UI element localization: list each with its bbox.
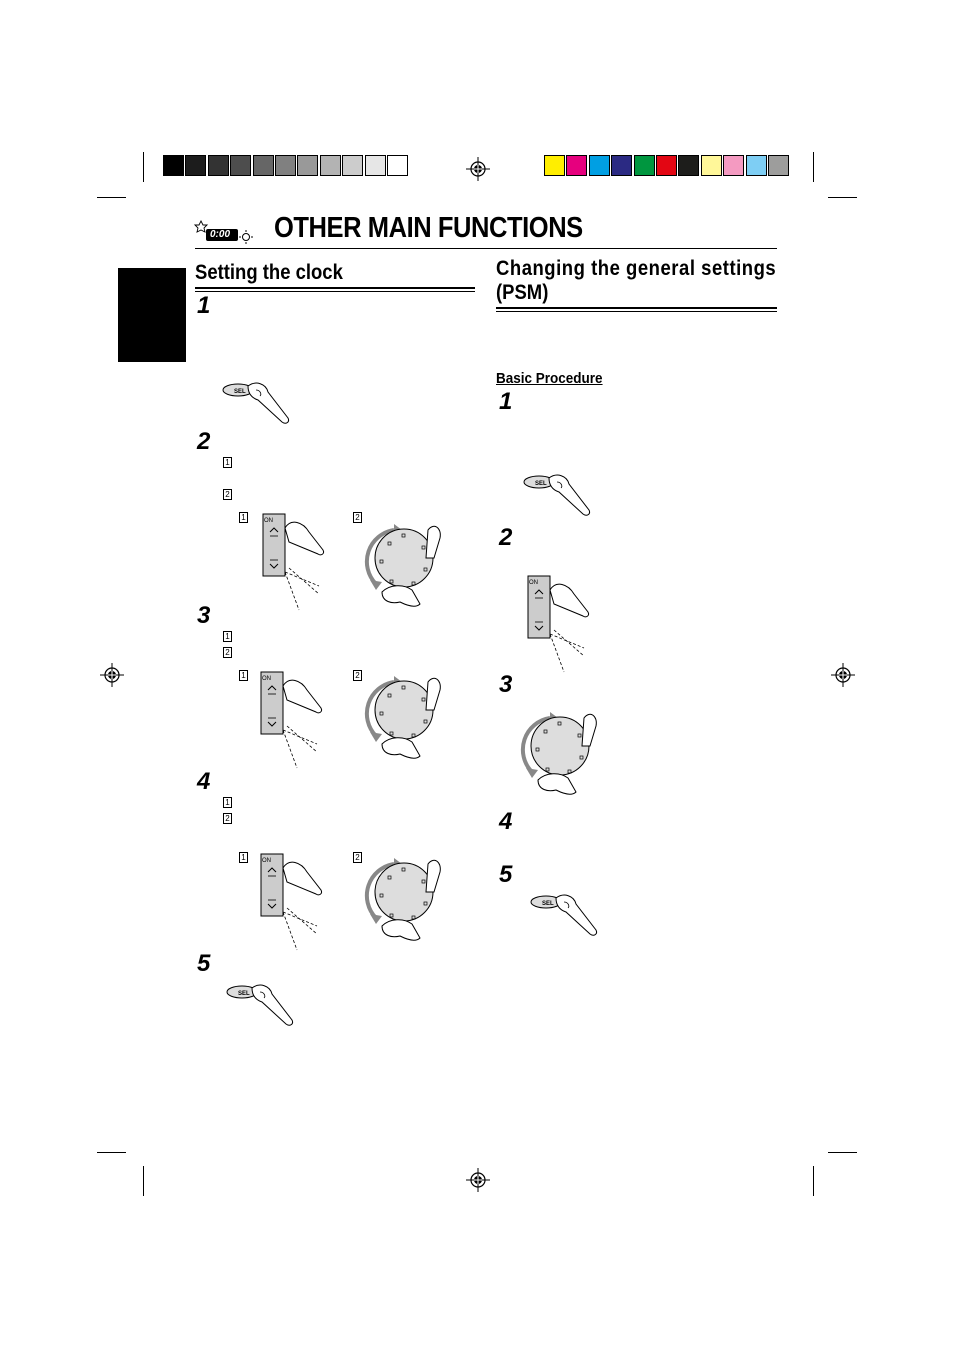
finger-press-on-button-icon: ON	[260, 671, 322, 769]
basic-procedure-subheading: Basic Procedure	[496, 370, 603, 387]
step-number: 2	[499, 524, 513, 551]
step-number: 1	[197, 292, 211, 319]
registration-target-icon	[831, 663, 855, 687]
color-swatch	[544, 155, 565, 176]
svg-text:ON: ON	[529, 580, 538, 586]
svg-text:SEL: SEL	[238, 991, 250, 997]
clock-display-icon: 0:00	[193, 219, 254, 244]
crop-mark	[97, 197, 126, 198]
step-number: 3	[197, 602, 211, 629]
registration-target-icon	[100, 663, 124, 687]
substep-marker: 1	[223, 631, 232, 642]
title-rule	[195, 248, 777, 249]
crop-mark	[143, 1166, 144, 1196]
svg-text:SEL: SEL	[535, 481, 547, 487]
color-swatch	[207, 155, 229, 176]
color-swatch	[297, 155, 319, 176]
substep-marker: 2	[353, 670, 362, 681]
step-number: 5	[499, 861, 513, 888]
color-swatch	[723, 155, 745, 176]
color-swatch	[387, 155, 408, 176]
substep-marker: 2	[223, 647, 232, 658]
page-title: OTHER MAIN FUNCTIONS	[274, 212, 583, 244]
color-swatch	[700, 155, 722, 176]
step-number: 5	[197, 950, 211, 977]
svg-text:SEL: SEL	[542, 901, 554, 907]
heading-rule	[195, 287, 475, 289]
finger-press-sel-button-icon: SEL	[523, 474, 590, 516]
clock-display-text: 0:00	[210, 229, 231, 240]
substep-marker: 1	[223, 797, 232, 808]
heading-rule	[195, 291, 475, 292]
control-dial-rotate-icon	[364, 676, 441, 759]
language-tab	[118, 268, 186, 362]
finger-press-sel-button-icon: SEL	[226, 984, 293, 1026]
section-heading-line: (PSM)	[496, 281, 549, 304]
substep-marker: 2	[223, 489, 232, 500]
crop-mark	[143, 152, 144, 182]
registration-target-icon	[466, 1168, 490, 1192]
svg-text:ON: ON	[262, 676, 271, 682]
finger-press-sel-button-icon: SEL	[222, 382, 289, 424]
finger-press-sel-button-icon: SEL	[530, 894, 597, 936]
color-swatch	[364, 155, 386, 176]
crop-mark	[828, 1152, 857, 1153]
step-number: 3	[499, 671, 513, 698]
control-dial-rotate-icon	[364, 858, 441, 941]
section-heading-psm: Changing the general settings (PSM)	[496, 257, 776, 305]
substep-marker: 1	[223, 457, 232, 468]
color-swatch	[185, 155, 207, 176]
section-heading-clock: Setting the clock	[195, 261, 343, 284]
color-swatch	[768, 155, 789, 176]
substep-marker: 2	[353, 512, 362, 523]
step-number: 4	[197, 768, 211, 795]
crop-mark	[97, 1152, 126, 1153]
color-swatch	[588, 155, 610, 176]
svg-text:ON: ON	[262, 858, 271, 864]
color-swatch	[230, 155, 252, 176]
crop-mark	[828, 197, 857, 198]
substep-marker: 2	[223, 813, 232, 824]
substep-marker: 2	[353, 852, 362, 863]
color-swatch	[656, 155, 677, 176]
substep-marker: 1	[239, 512, 248, 523]
heading-rule	[496, 307, 777, 309]
substep-marker: 1	[239, 670, 248, 681]
color-swatch	[163, 155, 184, 176]
step-number: 2	[197, 428, 211, 455]
color-swatch	[342, 155, 364, 176]
crop-mark	[813, 152, 814, 182]
svg-text:SEL: SEL	[234, 389, 246, 395]
control-dial-rotate-icon	[364, 524, 441, 607]
substep-marker: 1	[239, 852, 248, 863]
color-swatch	[566, 155, 588, 176]
section-heading-line: Changing the general settings	[496, 257, 777, 280]
step-number: 4	[499, 808, 513, 835]
heading-rule	[496, 311, 777, 312]
color-swatch	[678, 155, 700, 176]
finger-press-on-button-icon: ON	[260, 853, 322, 951]
finger-press-on-button-icon: ON	[262, 513, 324, 611]
registration-target-icon	[466, 157, 490, 181]
control-dial-rotate-icon	[520, 712, 597, 795]
color-swatch	[252, 155, 274, 176]
color-swatch	[275, 155, 296, 176]
step-number: 1	[499, 388, 513, 415]
crop-mark	[813, 1166, 814, 1196]
color-swatch	[633, 155, 655, 176]
svg-text:ON: ON	[264, 518, 273, 524]
color-swatch	[745, 155, 767, 176]
color-swatch	[319, 155, 341, 176]
finger-press-on-button-icon: ON	[527, 575, 589, 673]
color-swatch	[611, 155, 633, 176]
